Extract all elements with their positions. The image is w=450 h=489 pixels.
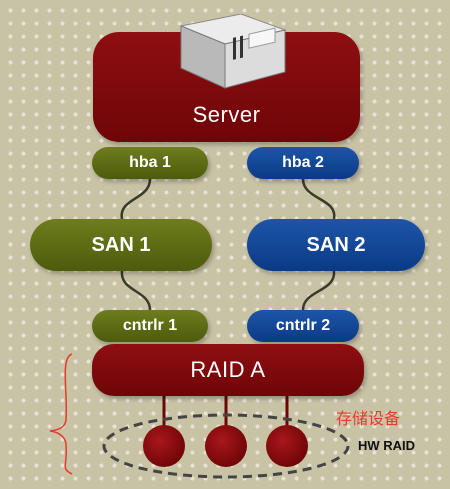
disk-3 xyxy=(266,425,308,467)
cntrlr1-label: cntrlr 1 xyxy=(122,317,178,334)
hba1-label: hba 1 xyxy=(129,154,171,171)
cntrlr2-node: cntrlr 2 xyxy=(247,310,359,342)
server-icon xyxy=(179,14,287,89)
san1-label: SAN 1 xyxy=(91,233,151,256)
san1-node: SAN 1 xyxy=(30,219,212,271)
storage-device-annotation: 存储设备 xyxy=(336,409,401,428)
raid-a-label: RAID A xyxy=(190,357,266,382)
cntrlr1-node: cntrlr 1 xyxy=(92,310,208,342)
disk-1 xyxy=(143,425,185,467)
cntrlr2-label: cntrlr 2 xyxy=(275,317,331,334)
hw-raid-label: HW RAID xyxy=(358,438,416,453)
san2-label: SAN 2 xyxy=(306,233,366,256)
hw-raid-group-outline xyxy=(102,413,350,479)
san2-node: SAN 2 xyxy=(247,219,425,271)
hba1-node: hba 1 xyxy=(92,147,208,179)
disk-2 xyxy=(205,425,247,467)
raid-a-node: RAID A xyxy=(92,344,364,396)
link-hba1-san1 xyxy=(120,178,152,220)
curly-brace-annotation xyxy=(49,353,73,475)
link-hba2-san2 xyxy=(301,178,336,220)
link-san2-cntrlr2 xyxy=(301,270,336,311)
link-san1-cntrlr1 xyxy=(120,270,152,311)
server-label: Server xyxy=(192,102,261,127)
hba2-label: hba 2 xyxy=(282,154,324,171)
hba2-node: hba 2 xyxy=(247,147,359,179)
